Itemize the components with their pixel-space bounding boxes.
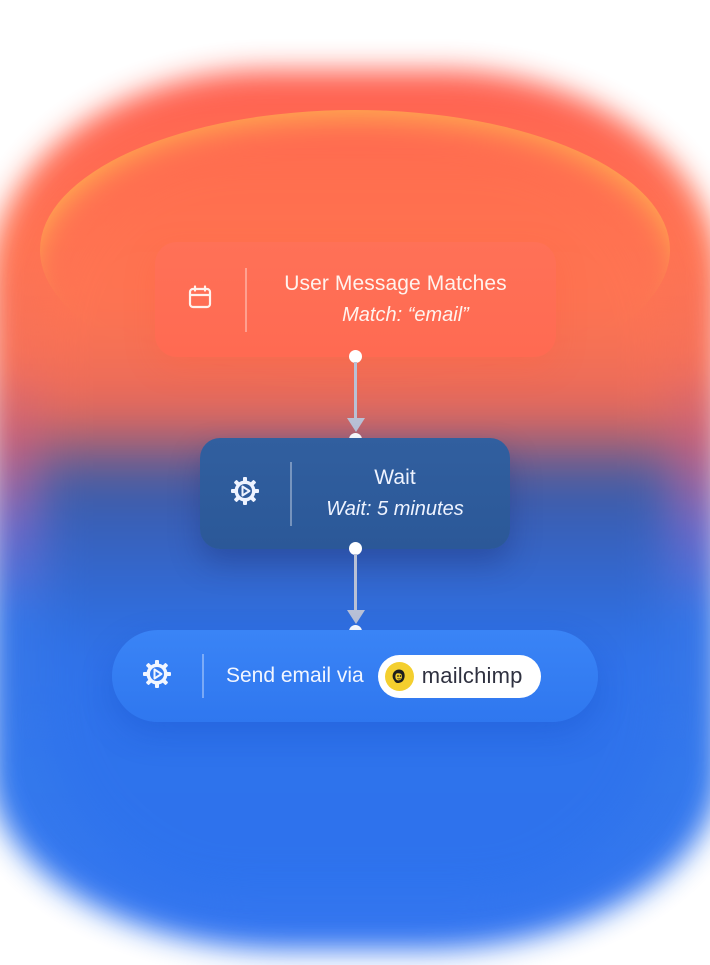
trigger-subtitle: Match: “email”: [342, 304, 469, 326]
wait-text: Wait Wait: 5 minutes: [292, 466, 510, 521]
connector-trigger-to-wait: [347, 350, 365, 446]
action-content: Send email via mailchimp: [204, 654, 598, 698]
integration-name: mailchimp: [421, 663, 523, 688]
mailchimp-logo-icon: [384, 661, 414, 691]
integration-badge[interactable]: mailchimp: [377, 654, 541, 698]
wait-node[interactable]: Wait Wait: 5 minutes: [200, 438, 510, 549]
gear-play-icon: [141, 658, 173, 695]
divider: [202, 654, 204, 698]
connector-wait-to-action: [347, 542, 365, 638]
action-icon-cell: [112, 630, 202, 722]
connector-line: [354, 554, 357, 614]
divider: [245, 267, 247, 332]
arrow-down-icon: [347, 610, 365, 624]
arrow-down-icon: [347, 418, 365, 432]
divider: [290, 461, 292, 526]
calendar-icon: [187, 284, 213, 315]
wait-subtitle: Wait: 5 minutes: [326, 498, 464, 520]
output-port[interactable]: [349, 350, 362, 363]
connector-line: [354, 362, 357, 422]
wait-title: Wait: [374, 466, 416, 489]
trigger-text: User Message Matches Match: “email”: [247, 272, 556, 327]
wait-icon-cell: [200, 438, 290, 549]
action-label: Send email via: [226, 664, 364, 687]
trigger-title: User Message Matches: [284, 272, 507, 295]
trigger-icon-cell: [155, 242, 245, 357]
trigger-node[interactable]: User Message Matches Match: “email”: [155, 242, 556, 357]
action-node[interactable]: Send email via mailchimp: [112, 630, 598, 722]
gear-play-icon: [229, 475, 261, 512]
output-port[interactable]: [349, 542, 362, 555]
